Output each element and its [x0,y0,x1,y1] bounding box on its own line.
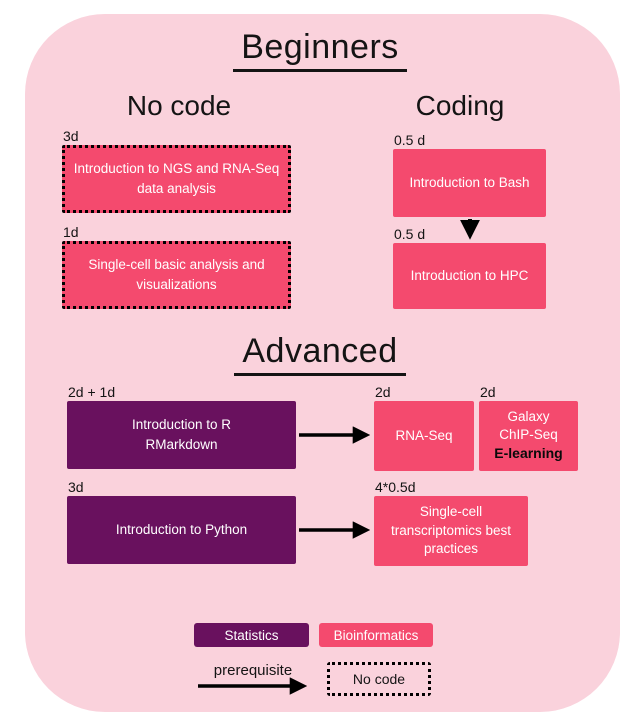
duration-label: 0.5 d [394,226,426,242]
legend-statistics: Statistics [194,623,309,647]
course-line: practices [423,541,479,557]
course-line: Single-cell basic analysis and [88,256,265,272]
beginners-title: Beginners [0,28,640,72]
course-box-singlecell-best-practices: Single-cell transcriptomics best practic… [374,496,528,566]
course-line: Introduction to HPC [410,267,529,283]
duration-label: 0.5 d [394,132,426,148]
legend-bioinformatics: Bioinformatics [319,623,433,647]
duration-label: 2d [375,384,391,400]
course-box-intro-hpc: Introduction to HPC [393,243,546,309]
legend-prerequisite-label: prerequisite [213,662,293,679]
course-box-intro-bash: Introduction to Bash [393,149,546,217]
elearning-note: E-learning [494,445,563,462]
course-line: RNA-Seq [395,427,453,443]
duration-label: 3d [63,128,79,144]
course-line: RMarkdown [145,437,218,452]
duration-label: 4*0.5d [375,479,416,495]
duration-label: 2d + 1d [68,384,116,400]
course-box-galaxy-chipseq: Galaxy ChIP-Seq E-learning [479,401,578,471]
course-line: Introduction to R [131,416,232,432]
duration-label: 3d [68,479,84,495]
course-box-singlecell-basic: Single-cell basic analysis and visualiza… [62,241,291,309]
coding-heading: Coding [415,90,505,121]
no-code-heading: No code [126,90,232,121]
course-line: Introduction to NGS and RNA-Seq [73,160,280,176]
course-line: visualizations [136,277,217,292]
legend-no-code-box: No code [327,662,431,696]
course-line: Introduction to Bash [409,174,530,190]
diagram-panel [25,14,620,712]
course-box-intro-python: Introduction to Python [67,496,296,564]
duration-label: 1d [63,224,79,240]
course-box-intro-r-rmarkdown: Introduction to R RMarkdown [67,401,296,469]
course-box-intro-ngs-rnaseq: Introduction to NGS and RNA-Seq data ana… [62,145,291,213]
course-line: Galaxy [507,408,550,424]
course-line: Single-cell [419,503,483,519]
course-box-rnaseq: RNA-Seq [374,401,474,471]
course-line: data analysis [137,181,216,196]
course-line: Introduction to Python [115,521,248,537]
duration-label: 2d [480,384,496,400]
course-line: ChIP-Seq [499,427,558,443]
advanced-title: Advanced [0,332,640,376]
course-line: transcriptomics best [390,522,512,538]
